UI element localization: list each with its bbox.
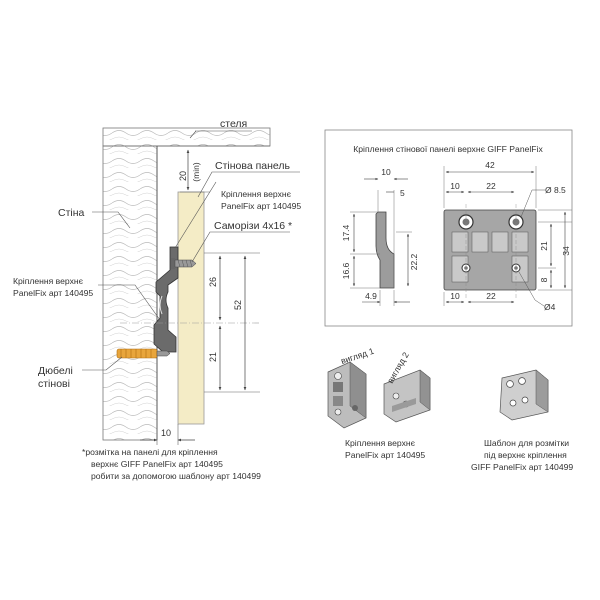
- detail-title: Кріплення стінової панелі верхнє GIFF Pa…: [353, 144, 543, 154]
- caption-template-1: Шаблон для розмітки: [484, 438, 569, 448]
- caption-fixing-2: PanelFix арт 140495: [345, 450, 425, 460]
- label-panel-fixing-2: PanelFix арт 140495: [13, 288, 93, 298]
- label-top-fixing-2: PanelFix арт 140495: [221, 201, 301, 211]
- label-wall-panel: Стінова панель: [215, 160, 291, 172]
- label-screws: Саморізи 4х16 *: [214, 220, 292, 232]
- detail-side-profile: [375, 211, 395, 289]
- dim-26: 26: [208, 277, 218, 287]
- template-product: [499, 369, 549, 421]
- label-ceiling: стеля: [220, 118, 247, 130]
- detail-dim-21: 21: [539, 241, 549, 251]
- detail-dim-22-2: 22.2: [409, 253, 419, 270]
- gap-dim-min: (min): [191, 162, 201, 182]
- detail-dim-10b: 10: [450, 181, 460, 191]
- detail-dim-34: 34: [561, 246, 571, 256]
- detail-dim-22a: 22: [486, 181, 496, 191]
- dim-10-left: 10: [161, 428, 171, 438]
- detail-dim-5: 5: [400, 188, 405, 198]
- label-dowels-2: стінові: [38, 378, 70, 390]
- product-view-1: [327, 361, 367, 429]
- detail-dim-8: 8: [539, 277, 549, 282]
- label-wall: Стіна: [58, 207, 85, 219]
- screw: [171, 258, 197, 269]
- dim-52: 52: [233, 300, 243, 310]
- detail-dim-17-4: 17.4: [341, 224, 351, 241]
- footnote-line-2: верхнє GIFF PanelFix арт 140495: [91, 459, 223, 469]
- label-view-1: вигляд 1: [340, 346, 376, 366]
- detail-dim-16-6: 16.6: [341, 262, 351, 279]
- detail-dim-10a: 10: [381, 167, 391, 177]
- wall-block: [102, 145, 158, 441]
- label-top-fixing-1: Кріплення верхнє: [221, 189, 292, 199]
- footnote-line-3: робити за допомогою шаблону арт 140499: [91, 471, 261, 481]
- detail-dim-10c: 10: [450, 291, 460, 301]
- installation-section: 20 (min) 26 21 52 10 стеля Стінова панел…: [13, 118, 301, 445]
- footnote-line-1: *розмітка на панелі для кріплення: [82, 447, 218, 457]
- dim-21-left: 21: [208, 352, 218, 362]
- detail-drawing: Кріплення стінової панелі верхнє GIFF Pa…: [324, 129, 573, 327]
- gap-dim-20: 20: [178, 171, 188, 181]
- detail-dim-4-9: 4.9: [365, 291, 377, 301]
- detail-dim-8-5: Ø 8.5: [545, 185, 566, 195]
- detail-dim-22b: 22: [486, 291, 496, 301]
- footnote: *розмітка на панелі для кріплення верхнє…: [82, 446, 282, 482]
- caption-template-2: під верхнє кріплення: [484, 450, 567, 460]
- product-view-2: [383, 369, 431, 423]
- detail-dim-4: Ø4: [544, 302, 556, 312]
- wall-dowel: [116, 348, 171, 359]
- detail-dim-42: 42: [485, 160, 495, 170]
- detail-front-view: [443, 204, 537, 300]
- label-dowels-1: Дюбелі: [38, 365, 73, 377]
- caption-fixing-1: Кріплення верхнє: [345, 438, 416, 448]
- wall-panel: [177, 191, 205, 425]
- label-panel-fixing-1: Кріплення верхнє: [13, 276, 84, 286]
- caption-template-3: GIFF PanelFix арт 140499: [471, 462, 573, 472]
